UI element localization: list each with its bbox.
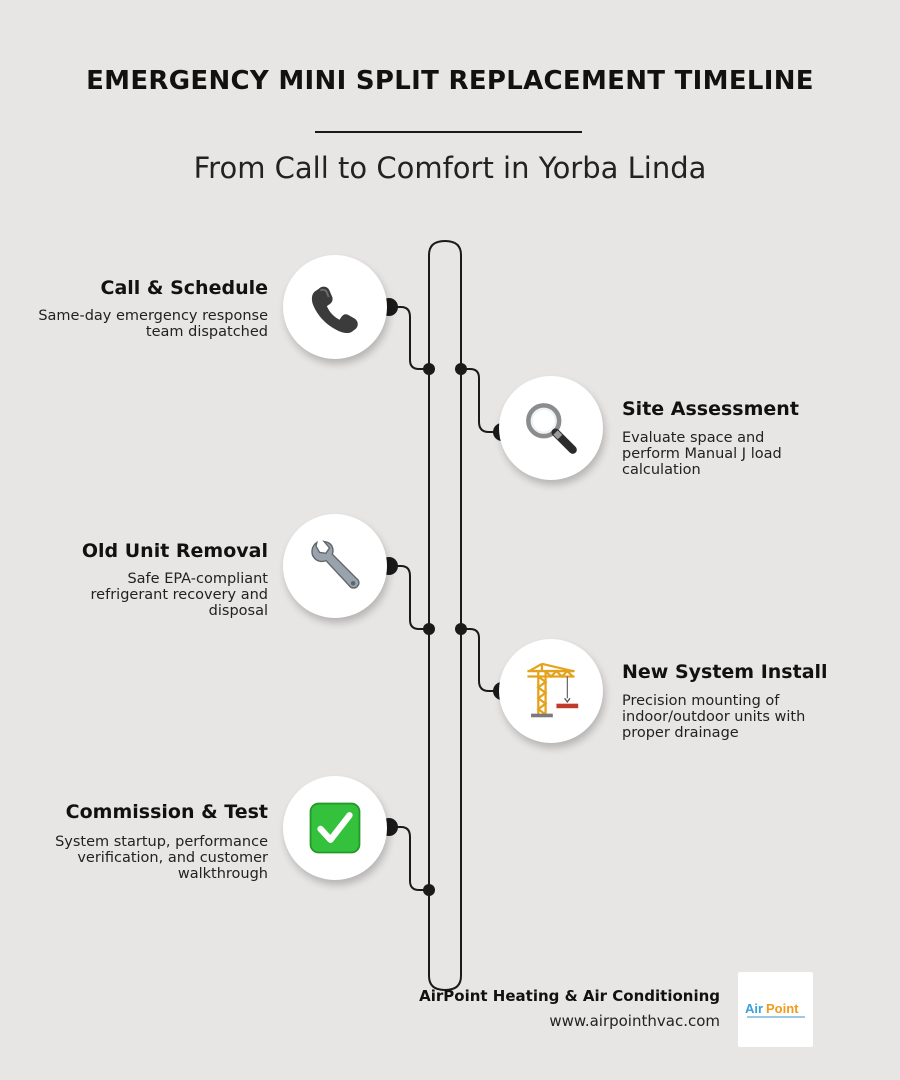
step-title: New System Install: [622, 661, 828, 683]
magnifying-glass-icon: [526, 403, 577, 454]
step-title: Site Assessment: [622, 398, 799, 420]
step-description: System startup, performance verification…: [55, 834, 268, 882]
step-description: Same-day emergency response team dispatc…: [38, 308, 268, 340]
page-subtitle: From Call to Comfort in Yorba Linda: [193, 151, 707, 185]
airpoint-logo-icon: Air Point: [745, 1001, 805, 1018]
step-title: Old Unit Removal: [81, 540, 268, 562]
check-mark-icon: [309, 802, 361, 854]
step-description: Safe EPA-compliant refrigerant recovery …: [90, 571, 268, 619]
construction-crane-icon: [527, 662, 579, 718]
connector-step-5: [389, 826, 429, 891]
svg-text:Point: Point: [766, 1001, 799, 1016]
step-icon-circle: [499, 376, 603, 480]
company-name: AirPoint Heating & Air Conditioning: [419, 987, 720, 1005]
timeline-rail: [428, 239, 462, 992]
wrench-icon: [311, 540, 360, 589]
step-description: Evaluate space and perform Manual J load…: [622, 430, 782, 478]
rail-node: [423, 363, 435, 375]
connector-step-2: [461, 368, 502, 433]
telephone-icon: [311, 286, 358, 334]
company-website[interactable]: www.airpointhvac.com: [549, 1012, 720, 1030]
step-title: Commission & Test: [65, 801, 268, 823]
title-divider: [315, 131, 582, 133]
connector-step-3: [389, 565, 429, 630]
step-icon-circle: [283, 255, 387, 359]
step-icon-circle: [499, 639, 603, 743]
step-icon-circle: [283, 514, 387, 618]
company-logo: Air Point: [738, 972, 813, 1047]
step-description: Precision mounting of indoor/outdoor uni…: [622, 693, 806, 741]
connector-step-4: [461, 628, 502, 692]
step-icon-circle: [283, 776, 387, 880]
page-title: EMERGENCY MINI SPLIT REPLACEMENT TIMELIN…: [86, 66, 814, 96]
rail-node: [423, 623, 435, 635]
rail-node: [455, 623, 467, 635]
rail-node: [423, 884, 435, 896]
rail-node: [455, 363, 467, 375]
svg-text:Air: Air: [745, 1001, 763, 1016]
step-title: Call & Schedule: [100, 277, 268, 299]
connector-step-1: [389, 306, 429, 370]
